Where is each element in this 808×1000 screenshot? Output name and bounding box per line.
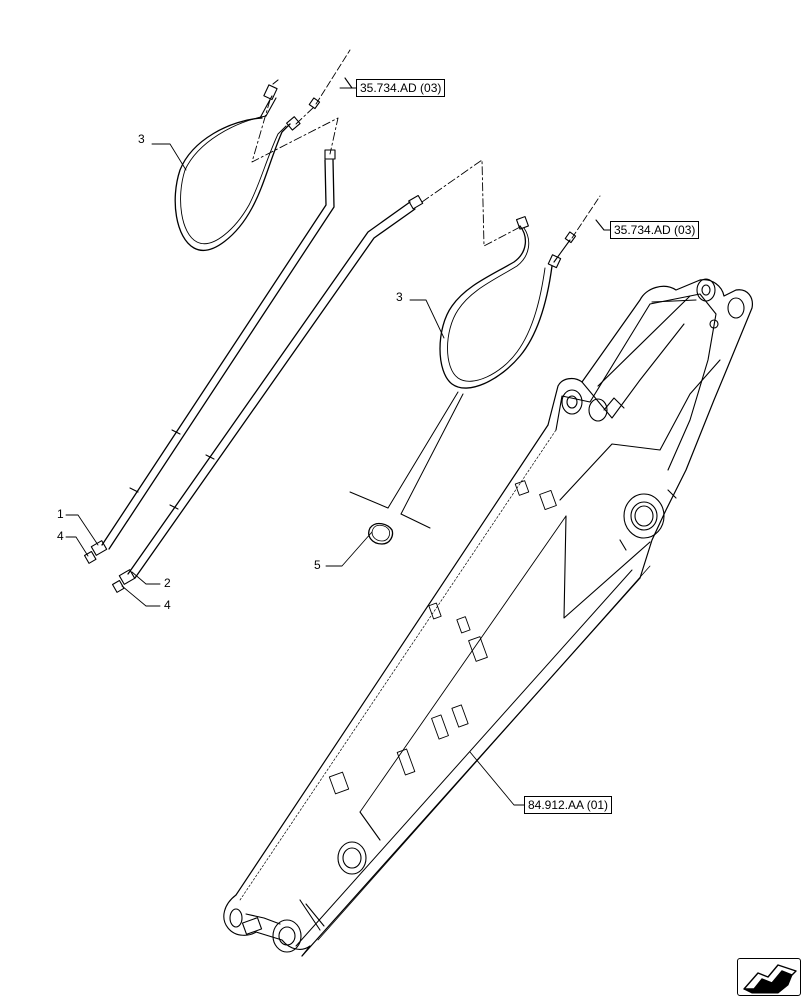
pipe-mid-right — [564, 195, 609, 244]
next-page-arrow-icon[interactable] — [737, 958, 801, 996]
callout-3-upper: 3 — [138, 132, 145, 146]
section-leader — [349, 391, 464, 529]
callout-5: 5 — [314, 558, 321, 572]
callout-3-lower: 3 — [396, 290, 403, 304]
rigid-pipe-1 — [83, 149, 336, 564]
callout-4-right: 4 — [164, 598, 171, 612]
callout-4-left: 4 — [57, 529, 64, 543]
clamp-part-5 — [368, 522, 394, 545]
hidden-connection-middle — [421, 159, 523, 247]
hose-loop-upper-left — [174, 79, 301, 251]
reference-label-top[interactable]: 35.734.AD (03) — [356, 79, 446, 97]
rigid-pipe-2 — [111, 194, 424, 593]
arrow-graphic — [743, 964, 797, 994]
callout-1: 1 — [57, 507, 64, 521]
reference-label-boom[interactable]: 84.912.AA (01) — [524, 796, 613, 814]
leader-lines — [65, 87, 611, 806]
hose-loop-lower — [439, 216, 571, 389]
callout-2: 2 — [164, 576, 171, 590]
hidden-connection-upper — [251, 99, 339, 163]
pipe-upper-right — [308, 49, 356, 110]
boom-structure — [223, 278, 753, 957]
reference-label-middle[interactable]: 35.734.AD (03) — [610, 221, 700, 239]
